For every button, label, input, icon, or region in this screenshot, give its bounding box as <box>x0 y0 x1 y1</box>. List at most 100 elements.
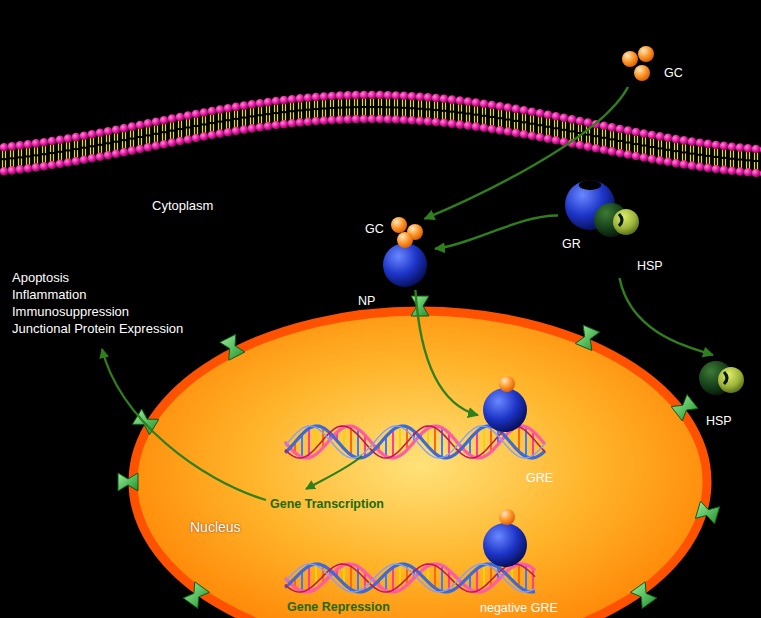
lipid <box>32 139 41 172</box>
lipid <box>192 110 201 143</box>
lipid <box>472 98 481 131</box>
process-label: Gene Transcription <box>270 497 384 511</box>
lipid <box>760 145 761 178</box>
base-pair <box>301 571 303 591</box>
lipid <box>392 91 401 124</box>
lipid <box>120 124 129 157</box>
lipid <box>240 101 249 134</box>
text-holder: GR <box>562 234 581 252</box>
lipid <box>88 130 97 163</box>
text-holder: Immunosuppression <box>12 302 129 320</box>
lipid <box>728 142 737 175</box>
text-holder: GC <box>365 219 384 237</box>
lipid <box>600 121 609 154</box>
effect-label: Inflammation <box>12 287 86 302</box>
lipid <box>752 145 761 178</box>
cell-membrane <box>0 91 761 178</box>
base-pair <box>434 426 436 453</box>
hsp-lobe <box>613 209 639 235</box>
lipid <box>136 121 145 154</box>
lipid <box>96 128 105 161</box>
lipid <box>168 114 177 147</box>
receptor-sphere <box>483 523 527 567</box>
lipid <box>288 95 297 128</box>
gc-ball <box>391 217 407 233</box>
lipid <box>712 141 721 174</box>
lipid <box>432 94 441 127</box>
base-pair <box>392 567 394 592</box>
lipid <box>376 91 385 124</box>
gc-ball <box>634 65 650 81</box>
base-pair <box>518 426 520 451</box>
lipid <box>528 107 537 140</box>
hsp-lobe <box>718 367 744 393</box>
lipid <box>8 142 17 175</box>
text-holder: GRE <box>526 468 553 486</box>
lipid <box>80 131 89 164</box>
lipid <box>496 102 505 135</box>
lipid <box>368 91 377 124</box>
node-label: GRE <box>526 471 553 485</box>
lipid <box>160 116 169 149</box>
lipid <box>744 144 753 177</box>
hsp-protein: HSP <box>698 355 748 427</box>
pathway-arrow <box>620 278 714 355</box>
lipid <box>672 135 681 168</box>
lipid <box>304 93 313 126</box>
lipid <box>200 108 209 141</box>
lipid <box>40 138 49 171</box>
gc-ball <box>499 509 515 525</box>
binding-pocket <box>579 180 602 190</box>
lipid <box>16 141 25 174</box>
lipid <box>224 104 233 137</box>
base-pair <box>476 431 478 457</box>
text-holder: HSP <box>706 411 732 429</box>
nucleus-outline <box>133 311 707 618</box>
nuclear-pore <box>411 296 429 316</box>
lipid <box>312 93 321 126</box>
base-pair <box>434 564 436 588</box>
text-holder: HSP <box>637 256 663 274</box>
node-label: HSP <box>637 259 663 273</box>
lipid <box>696 138 705 171</box>
text-holder: Cytoplasm <box>152 196 213 214</box>
gc-ball <box>638 46 654 62</box>
base-pair <box>392 430 394 458</box>
text-holder: Inflammation <box>12 285 86 303</box>
lipid <box>416 92 425 125</box>
lipid <box>64 134 73 167</box>
negative-gre-complex: negative GRE <box>470 507 585 612</box>
gre-bound-complex-shape <box>478 372 558 480</box>
lipid <box>664 134 673 167</box>
base-pair <box>476 569 478 592</box>
lipid <box>720 142 729 175</box>
lipid <box>584 118 593 151</box>
lipid <box>336 91 345 124</box>
effect-label: Junctional Protein Expression <box>12 321 183 336</box>
nuclear-pore <box>118 473 138 491</box>
text-holder: Nucleus <box>190 518 241 536</box>
lipid <box>544 110 553 143</box>
lipid <box>440 95 449 128</box>
lipid <box>272 97 281 130</box>
lipid <box>384 91 393 124</box>
lipid <box>152 118 161 151</box>
lipid <box>736 143 745 176</box>
lipid <box>104 127 113 160</box>
text-holder: Gene Transcription <box>270 494 384 512</box>
lipid <box>448 95 457 128</box>
gc-ball <box>622 51 638 67</box>
lipid <box>424 93 433 126</box>
lipid <box>552 112 561 145</box>
lipid <box>48 137 57 170</box>
lipid <box>264 98 273 131</box>
gc-ball <box>499 376 515 392</box>
lipid <box>536 109 545 142</box>
text-holder: GC <box>664 63 683 81</box>
base-pair <box>301 434 303 457</box>
lipid <box>112 125 121 158</box>
hsp-protein: HSP <box>595 198 665 278</box>
lipid <box>680 136 689 169</box>
receptor-sphere <box>383 243 427 287</box>
gc-gr-complex: GC <box>365 215 435 290</box>
